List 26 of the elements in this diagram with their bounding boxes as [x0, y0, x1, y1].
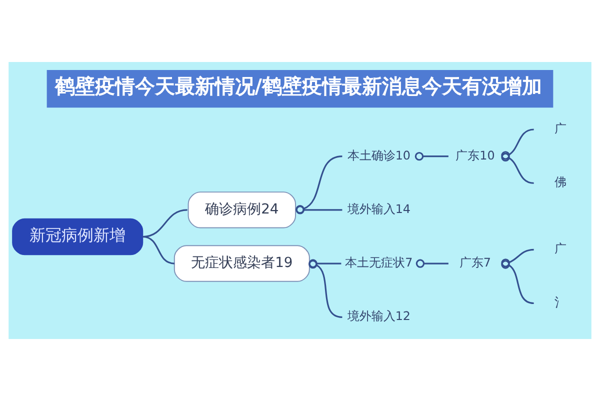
node-text: 境外输入12	[347, 308, 411, 323]
node-text: 广东10	[456, 148, 495, 162]
connector	[416, 258, 448, 268]
node-text: 境外输入14	[347, 202, 411, 216]
node-text: 佛	[554, 174, 567, 189]
node-box: 新冠病例新增	[12, 218, 144, 255]
node-text: 广	[554, 241, 567, 256]
connector	[142, 235, 174, 264]
connector	[296, 155, 342, 214]
node-text: 本土无症状7	[345, 255, 413, 270]
node-text: 广东7	[459, 255, 492, 270]
connector	[501, 248, 534, 267]
node-text: 广	[554, 121, 567, 136]
node-box: 确诊病例24	[188, 191, 296, 228]
connector	[308, 258, 342, 268]
diagram-title: 鹤壁疫情今天最新情况/鹤壁疫情最新消息今天有没增加	[54, 74, 542, 98]
node-text: 本土确诊10	[347, 148, 411, 162]
node-box: 无症状感染者19	[174, 244, 310, 282]
connector	[296, 205, 342, 214]
node-text: 氵	[554, 294, 567, 309]
connector	[308, 259, 342, 318]
connector	[414, 151, 448, 160]
connector	[501, 152, 534, 184]
connector	[501, 260, 534, 304]
connector	[501, 128, 534, 160]
connector	[142, 208, 188, 238]
